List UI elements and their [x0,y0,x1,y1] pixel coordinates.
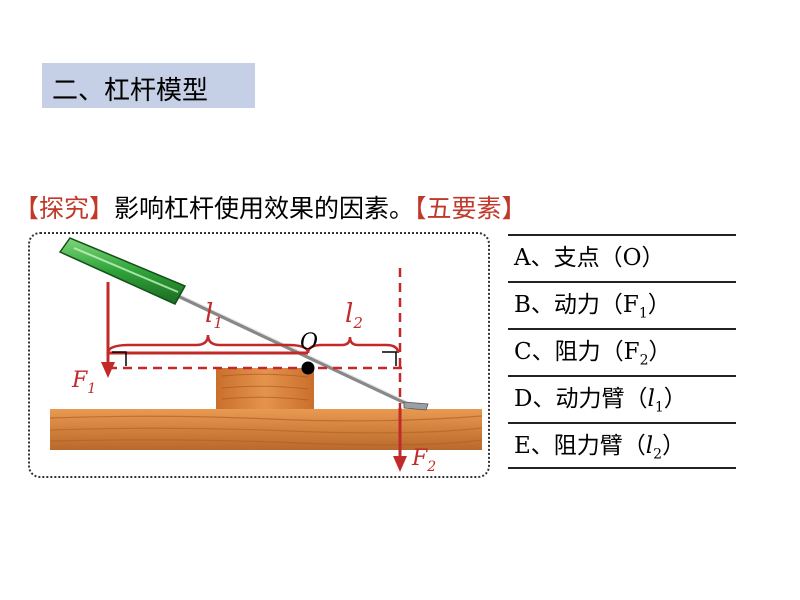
brace-l1 [106,334,310,354]
wood-board-icon [49,409,483,450]
element-row-effort: B、动力（F1） [508,281,736,328]
label-fulcrum: O [300,330,318,355]
element-row-resistance-arm: E、阻力臂（l2） [508,422,736,469]
label-f1: F1 [71,368,96,397]
explore-line: 【探究】影响杠杆使用效果的因素。【五要素】 [14,189,527,225]
wood-block-icon [216,368,314,409]
element-row-effort-arm: D、动力臂（l1） [508,375,736,422]
label-l1: l1 [205,299,223,332]
label-l2: l2 [345,299,363,332]
section-title: 二、杠杆模型 [52,76,209,106]
fulcrum-dot-icon [301,361,315,375]
label-f2: F2 [411,446,436,475]
right-angle-icon [382,351,397,366]
explore-bracket-label: 【探究】 [14,194,115,223]
brace-l2 [306,336,400,354]
diagram-frame [28,232,490,478]
element-row-fulcrum: A、支点（O） [508,234,736,281]
elements-bracket-label: 【五要素】 [414,194,527,223]
f1-arrow-head [101,362,115,378]
f2-arrow-head [393,456,407,472]
five-elements-list: A、支点（O） B、动力（F1） C、阻力（F2） D、动力臂（l1） E、阻力… [508,234,736,469]
screwdriver-icon [58,237,429,411]
section-title-background [42,63,255,108]
right-angle-icon [112,351,127,366]
element-row-resistance: C、阻力（F2） [508,328,736,375]
explore-text: 影响杠杆使用效果的因素。 [114,194,415,223]
